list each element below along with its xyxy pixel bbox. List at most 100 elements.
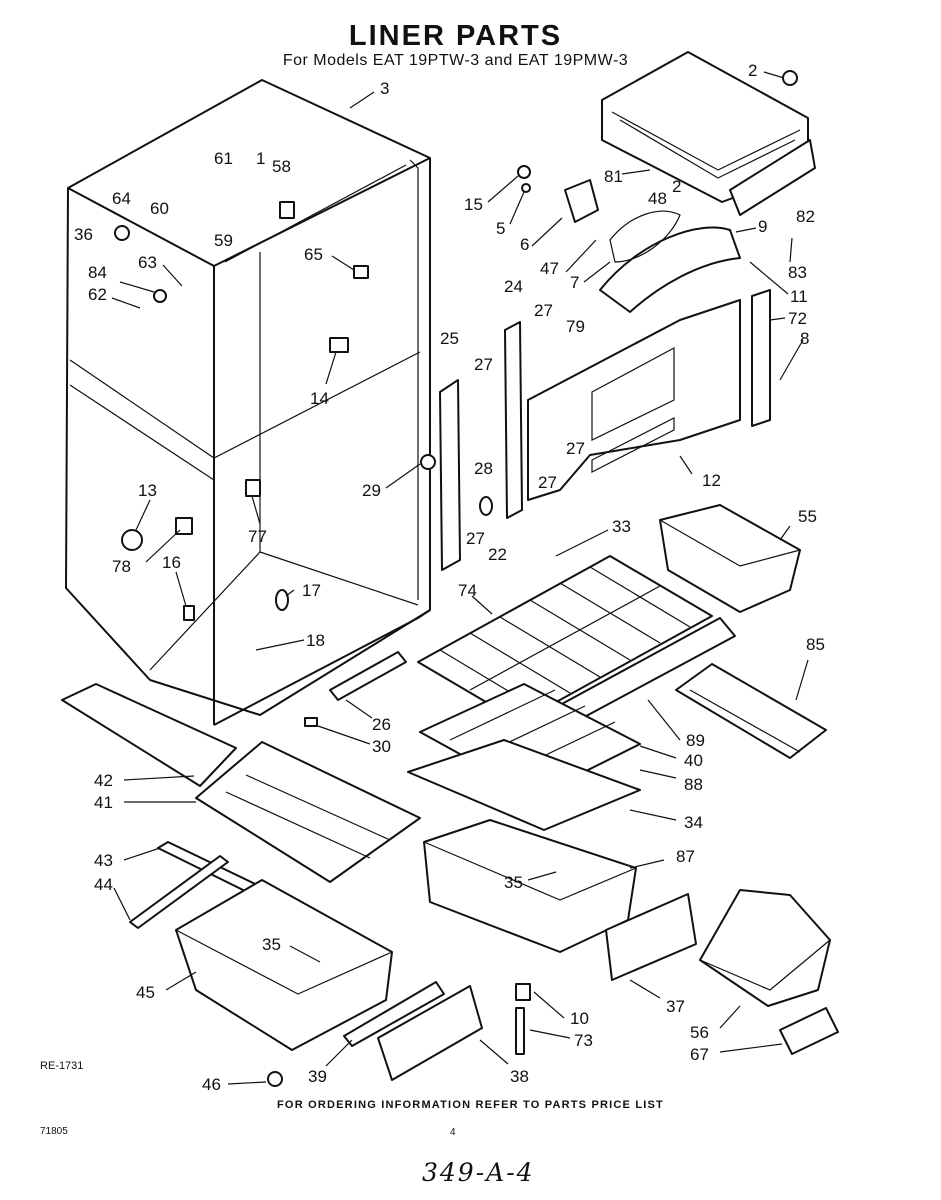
callout-label: 42 xyxy=(94,771,113,790)
crisper-cover-41 xyxy=(195,741,421,883)
callout-label: 16 xyxy=(162,553,181,572)
handwritten-note: 349-A-4 xyxy=(422,1158,535,1187)
callout-label: 35 xyxy=(504,873,523,892)
drip-tray-body xyxy=(61,683,237,787)
front-38 xyxy=(377,985,483,1081)
callout-label: 62 xyxy=(88,285,107,304)
fan-shroud xyxy=(564,179,741,313)
callout-label: 48 xyxy=(648,189,667,208)
page-title: LINER PARTS xyxy=(348,20,563,52)
callout-label: 60 xyxy=(150,199,169,218)
side-channel-72 xyxy=(751,289,771,427)
cabinet-liner xyxy=(65,79,431,726)
bulb-17 xyxy=(275,589,289,611)
callout-label: 30 xyxy=(372,737,391,756)
callout-label: 12 xyxy=(702,471,721,490)
callout-label: 8 xyxy=(800,329,809,348)
callout-label: 34 xyxy=(684,813,703,832)
callout-label: 37 xyxy=(666,997,685,1016)
callout-label: 18 xyxy=(306,631,325,650)
crisper-cover-rib xyxy=(245,774,391,841)
rail-44 xyxy=(129,855,229,929)
nut-5 xyxy=(521,183,531,193)
callout-label: 39 xyxy=(308,1067,327,1086)
evaporator-cover-body xyxy=(527,299,741,501)
meat-pan-87 xyxy=(423,819,637,953)
callout-label: 7 xyxy=(570,273,579,292)
shelf-40-grid xyxy=(449,689,556,741)
callout-label: 55 xyxy=(798,507,817,526)
shelf-support-24 xyxy=(504,321,523,519)
crisper-pan-rim xyxy=(175,929,393,995)
ordering-note: FOR ORDERING INFORMATION REFER TO PARTS … xyxy=(277,1099,664,1111)
front-37 xyxy=(605,893,697,981)
clip-67 xyxy=(779,1007,839,1055)
callout-label: 10 xyxy=(570,1009,589,1028)
ice-tray-body xyxy=(675,663,827,759)
callout-label: 74 xyxy=(458,581,477,600)
callout-label: 38 xyxy=(510,1067,529,1086)
callout-label: 2 xyxy=(748,61,757,80)
callout-labels: 3 2 1 61 58 81 15 5 2 48 82 64 60 36 59 … xyxy=(74,61,825,1094)
callout-label: 43 xyxy=(94,851,113,870)
callout-label: 79 xyxy=(566,317,585,336)
bracket-16 xyxy=(183,605,195,621)
callout-label: 73 xyxy=(574,1031,593,1050)
evaporator-cover xyxy=(527,299,741,501)
cabinet-bottom-front xyxy=(213,609,431,726)
callout-label: 46 xyxy=(202,1075,221,1094)
callout-label: 81 xyxy=(604,167,623,186)
callout-label: 1 xyxy=(256,149,265,168)
model-subtitle: For Models EAT 19PTW-3 and EAT 19PMW-3 xyxy=(282,52,629,69)
side-channel xyxy=(751,289,771,427)
callout-label: 14 xyxy=(310,389,329,408)
callout-label: 9 xyxy=(758,217,767,236)
callout-label: 78 xyxy=(112,557,131,576)
shelf-support-25 xyxy=(439,379,461,571)
crisper-pan-body xyxy=(175,879,393,1051)
bin-56-rim xyxy=(699,939,831,991)
bracket-14 xyxy=(329,337,349,353)
callout-label: 82 xyxy=(796,207,815,226)
cabinet-divider-line xyxy=(69,351,421,459)
callout-label: 89 xyxy=(686,731,705,750)
leader-lines xyxy=(111,71,809,1085)
callout-label: 27 xyxy=(474,355,493,374)
meat-pan-body xyxy=(423,819,637,953)
callout-label: 3 xyxy=(380,79,389,98)
wire-shelf-bar xyxy=(499,616,601,678)
bin-56-body xyxy=(699,889,831,1007)
callout-label: 11 xyxy=(790,287,808,306)
cabinet-top-trim xyxy=(224,164,407,263)
callout-label: 40 xyxy=(684,751,703,770)
front-38-body xyxy=(377,985,483,1081)
ice-tray-85 xyxy=(675,663,827,759)
callout-label: 59 xyxy=(214,231,233,250)
ring-13 xyxy=(121,529,143,551)
callout-label: 33 xyxy=(612,517,631,536)
callout-label: 22 xyxy=(488,545,507,564)
callout-label: 27 xyxy=(534,301,553,320)
grommet-15 xyxy=(517,165,531,179)
cover-slot-lines xyxy=(611,111,801,171)
callout-label: 25 xyxy=(440,329,459,348)
callout-label: 56 xyxy=(690,1023,709,1042)
cabinet-side-flange xyxy=(409,159,419,600)
storage-bin-56 xyxy=(699,889,831,1007)
callout-label: 64 xyxy=(112,189,131,208)
bin-55-body xyxy=(659,504,801,613)
callout-label: 72 xyxy=(788,309,807,328)
crisper-cover-rib xyxy=(225,791,371,859)
callout-label: 2 xyxy=(672,177,681,196)
drip-tray-42 xyxy=(61,683,237,787)
cam-29 xyxy=(420,454,436,470)
small-hardware xyxy=(114,70,798,1087)
callout-label: 63 xyxy=(138,253,157,272)
callout-label: 27 xyxy=(566,439,585,458)
callout-label: 41 xyxy=(94,793,113,812)
callout-label: 87 xyxy=(676,847,695,866)
callout-label: 45 xyxy=(136,983,155,1002)
cabinet-outline xyxy=(65,79,431,716)
